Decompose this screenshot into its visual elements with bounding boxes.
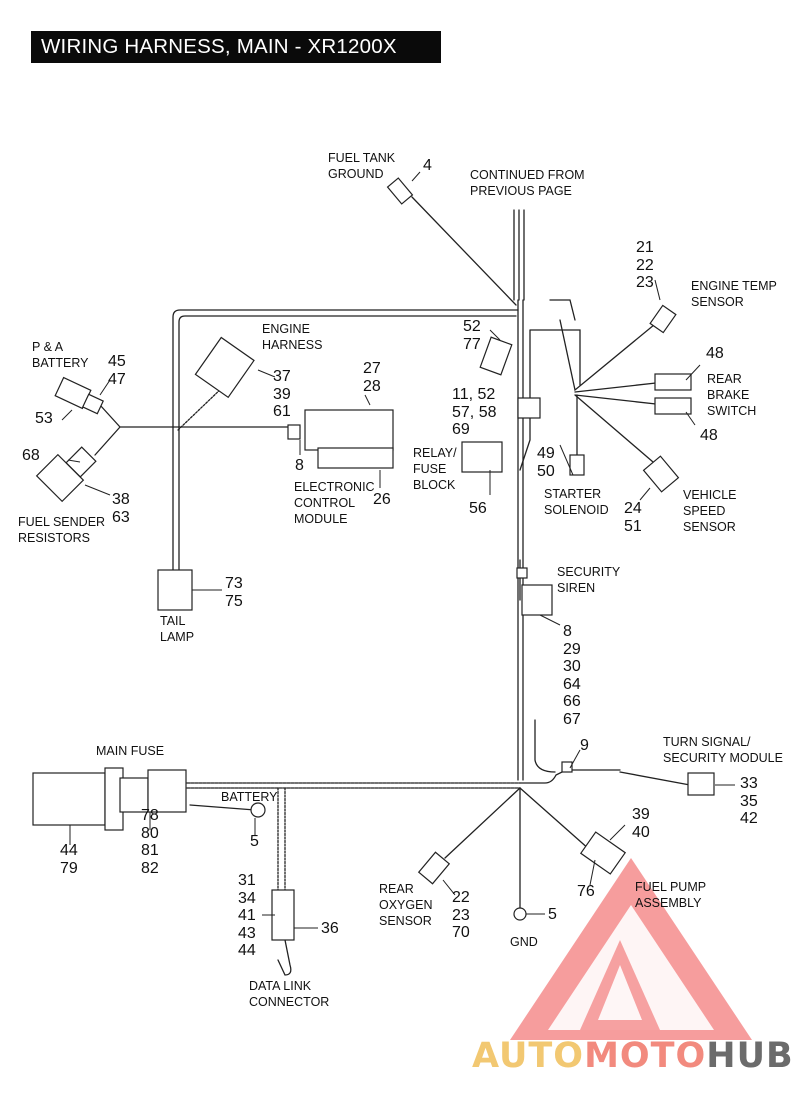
- rear-brake-number-bottom: 48: [700, 427, 718, 444]
- battery-label: BATTERY: [221, 790, 278, 804]
- watermark-text: AUTOMOTOHUB: [472, 1036, 794, 1076]
- battery-terminal: [250, 802, 266, 818]
- fuel-pump-connector: [579, 831, 627, 875]
- ecm-number-8: 8: [295, 457, 304, 474]
- clip-9: [561, 761, 573, 773]
- data-link-wire: [277, 787, 286, 891]
- trunk-upper-wire: [517, 299, 524, 781]
- battery-wire: [189, 804, 256, 811]
- relay-number-69: 69: [452, 421, 470, 438]
- fuel-sender-number-68: 68: [22, 447, 40, 464]
- gnd-terminal: [513, 907, 527, 921]
- right-branch-wire: [559, 319, 661, 392]
- main-fuse-plug: [147, 769, 187, 813]
- security-siren-connector: [521, 584, 553, 616]
- fuel-sender-plug: [65, 446, 97, 478]
- lower-main-wire: [186, 782, 521, 789]
- relay-block-number-56: 56: [469, 500, 487, 517]
- fuel-pump-wire: [519, 787, 591, 851]
- turn-signal-connector: [687, 772, 715, 796]
- rear-brake-switch-upper: [654, 373, 692, 391]
- rear-oxygen-wire: [444, 787, 521, 859]
- data-link-connector-body: [271, 889, 295, 941]
- starter-solenoid-connector: [569, 454, 585, 476]
- relay-fuse-block: [461, 441, 503, 473]
- clip-number-9: 9: [580, 737, 589, 754]
- rear-oxygen-connector: [417, 851, 451, 885]
- gnd-label: GND: [510, 935, 538, 949]
- main-fuse-holder: [32, 772, 106, 826]
- rear-brake-number-top: 48: [706, 345, 724, 362]
- fuel-tank-ground-wire: [411, 196, 517, 306]
- vehicle-speed-connector: [642, 455, 680, 493]
- main-trunk-wire: [513, 209, 525, 301]
- top-horizontal-wire: [172, 309, 519, 571]
- security-siren-clip: [516, 567, 528, 579]
- top-connector-52-77: [479, 336, 513, 376]
- title-bar: WIRING HARNESS, MAIN - XR1200X: [31, 31, 441, 63]
- pa-battery-number-53: 53: [35, 410, 53, 427]
- ecm-base: [317, 447, 394, 469]
- data-link-number-36: 36: [321, 920, 339, 937]
- ecm-body: [304, 409, 394, 451]
- engine-harness-connector: [194, 336, 255, 399]
- page-title: WIRING HARNESS, MAIN - XR1200X: [41, 35, 397, 58]
- engine-temp-connector: [649, 304, 677, 334]
- relay-bracket-wire: [519, 329, 581, 471]
- tail-lamp-connector: [157, 569, 193, 611]
- pa-battery-fuse: [81, 393, 105, 415]
- relay-connector-69: [517, 397, 541, 419]
- main-fuse-label: MAIN FUSE: [96, 744, 165, 758]
- fuel-tank-ground-number: 4: [423, 157, 432, 174]
- turn-signal-module-label: TURN SIGNAL/SECURITY MODULE: [663, 735, 783, 765]
- engine-harness-wire: [177, 384, 226, 431]
- ecm-connector: [287, 424, 301, 440]
- rear-brake-switch-lower: [654, 397, 692, 415]
- fuel-tank-ground-connector: [386, 177, 414, 205]
- battery-number-5: 5: [250, 833, 259, 850]
- fuel-pump-number-76: 76: [577, 883, 595, 900]
- gnd-number-5: 5: [548, 906, 557, 923]
- ecm-number-26: 26: [373, 491, 391, 508]
